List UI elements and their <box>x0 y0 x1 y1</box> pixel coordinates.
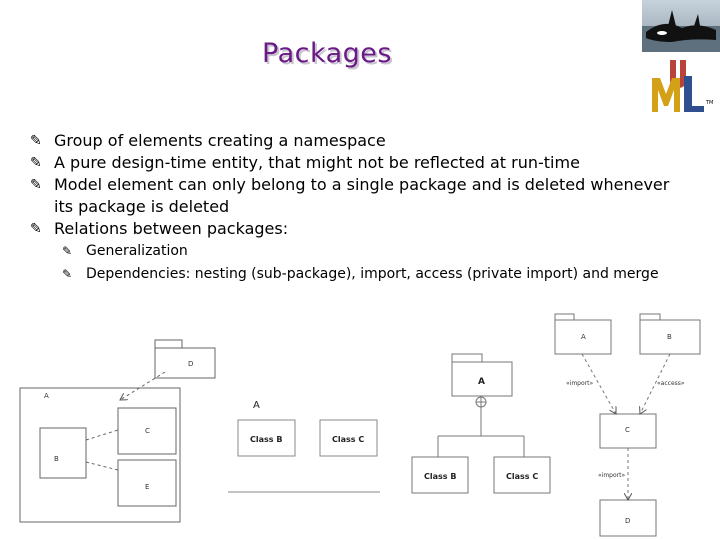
nesting-diagram <box>19 339 216 523</box>
dependency-diagram <box>554 313 701 537</box>
sub-bullet-item: ✎Dependencies: nesting (sub-package), im… <box>62 263 690 286</box>
package-a-label: A <box>44 392 49 400</box>
classes-diagram <box>228 419 380 493</box>
import-label: «import» <box>598 472 625 479</box>
import-label: «import» <box>566 380 593 387</box>
pen-bullet-icon: ✎ <box>62 267 73 281</box>
class-b-label: Class B <box>250 435 282 444</box>
sub-bullet-item: ✎Generalization <box>62 240 690 263</box>
svg-text:TM: TM <box>705 100 713 106</box>
orca-photo <box>642 0 720 52</box>
pen-bullet-icon: ✎ <box>30 221 42 237</box>
package-a-label: A <box>253 400 260 411</box>
slide-title: Packages <box>262 38 392 69</box>
pen-bullet-icon: ✎ <box>30 155 42 171</box>
bullet-item: ✎Group of elements creating a namespace <box>30 131 386 150</box>
package-c-label: C <box>145 427 150 435</box>
package-a-label: A <box>478 377 485 387</box>
package-a-label: A <box>581 333 586 341</box>
package-b-label: B <box>54 455 59 463</box>
bullet-list: ✎Group of elements creating a namespace … <box>30 130 690 286</box>
bullet-item: ✎A pure design-time entity, that might n… <box>30 153 580 172</box>
package-e-label: E <box>145 483 149 491</box>
class-c-label: Class C <box>506 472 538 481</box>
pen-bullet-icon: ✎ <box>62 244 73 258</box>
bullet-item: ✎Model element can only belong to a sing… <box>30 175 670 216</box>
generalization-diagram <box>411 353 551 494</box>
package-c-label: C <box>625 426 630 434</box>
uml-logo-icon: TM <box>648 54 714 120</box>
pen-bullet-icon: ✎ <box>30 177 42 193</box>
access-label: «access» <box>657 380 685 387</box>
package-d-label: D <box>625 517 630 525</box>
package-b-label: B <box>667 333 672 341</box>
bullet-item: ✎Relations between packages: <box>30 219 289 238</box>
class-b-label: Class B <box>424 472 456 481</box>
class-c-label: Class C <box>332 435 364 444</box>
package-d-label: D <box>188 360 193 368</box>
pen-bullet-icon: ✎ <box>30 133 42 149</box>
